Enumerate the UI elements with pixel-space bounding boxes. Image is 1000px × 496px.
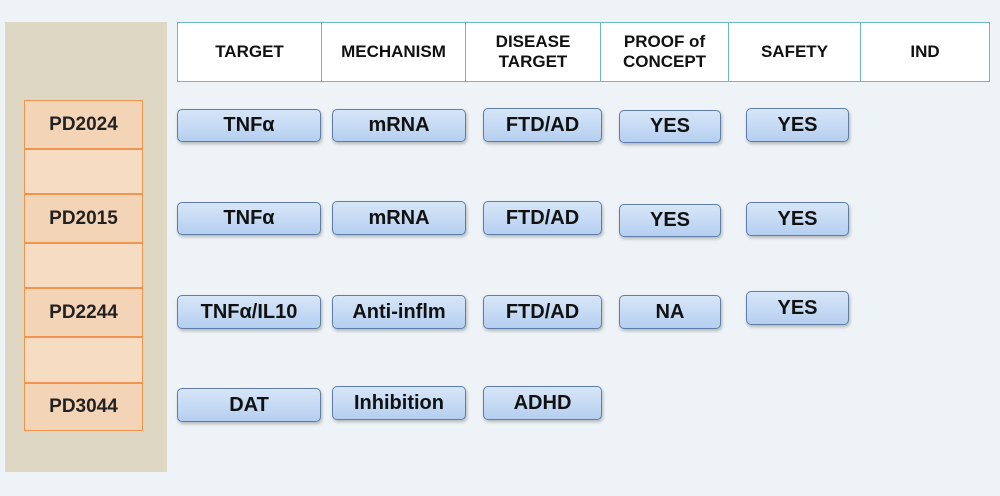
safety-box: YES: [746, 108, 849, 142]
mechanism-box: mRNA: [332, 201, 466, 235]
target-box: TNFα/IL10: [177, 295, 321, 329]
header-proof-line1: PROOF of: [623, 31, 706, 51]
program-id-pd2244: PD2244: [24, 288, 143, 337]
program-id-pd2024: PD2024: [24, 100, 143, 149]
target-box: TNFα: [177, 202, 321, 235]
spacer-cell: [24, 243, 143, 288]
disease-box: FTD/AD: [483, 295, 602, 329]
program-id-pd3044: PD3044: [24, 383, 143, 431]
proof-box: NA: [619, 295, 721, 329]
header-safety: SAFETY: [729, 23, 861, 81]
header-disease-line2: TARGET: [498, 52, 568, 71]
program-id-pd2015: PD2015: [24, 194, 143, 243]
disease-box: FTD/AD: [483, 201, 602, 235]
disease-box: ADHD: [483, 386, 602, 420]
safety-box: YES: [746, 202, 849, 236]
mechanism-box: mRNA: [332, 109, 466, 142]
header-proof-line2: CONCEPT: [622, 52, 707, 71]
header-ind: IND: [910, 41, 940, 61]
spacer-cell: [24, 149, 143, 194]
header-target: TARGET: [178, 23, 322, 81]
proof-box: YES: [619, 204, 721, 237]
disease-box: FTD/AD: [483, 108, 602, 142]
safety-box: YES: [746, 291, 849, 325]
target-box: DAT: [177, 388, 321, 422]
header-disease-line1: DISEASE: [495, 31, 571, 51]
mechanism-box: Anti-inflm: [332, 295, 466, 329]
target-box: TNFα: [177, 109, 321, 142]
spacer-cell: [24, 337, 143, 383]
proof-box: YES: [619, 110, 721, 143]
header-mechanism: MECHANISM: [322, 23, 466, 81]
mechanism-box: Inhibition: [332, 386, 466, 420]
